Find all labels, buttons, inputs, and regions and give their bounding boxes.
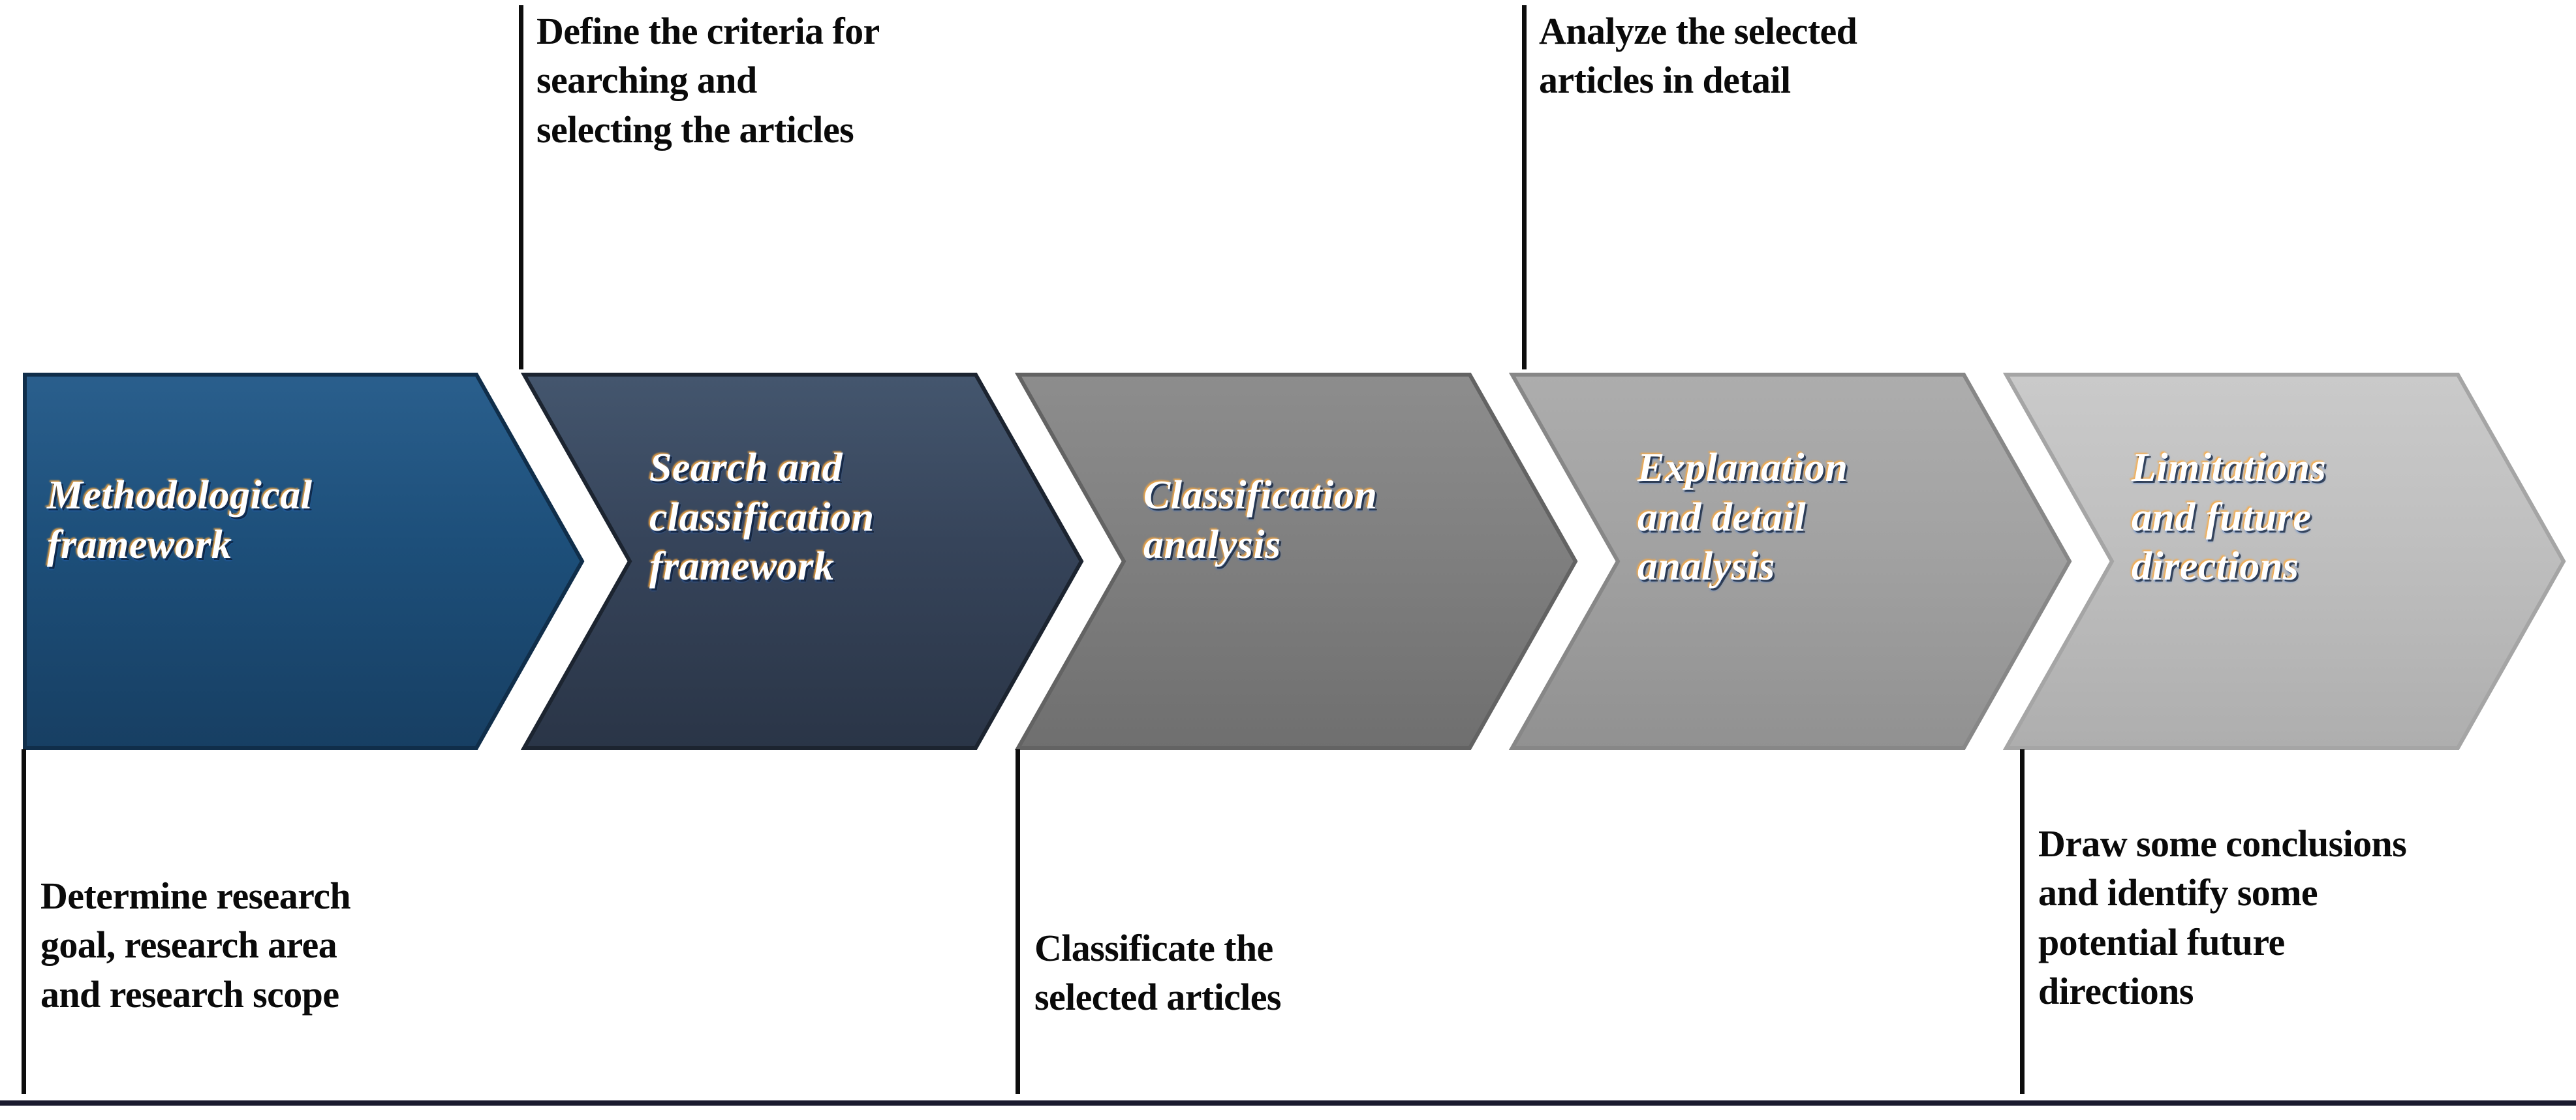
- chevron-shape-1: [23, 373, 585, 750]
- chevron-shape-4: [1508, 373, 2072, 750]
- connector-line-bottom-stage1: [22, 749, 26, 1094]
- chevron-shape-2: [520, 373, 1084, 750]
- process-stage-1[interactable]: Methodological framework: [20, 366, 587, 757]
- connector-line-top-stage2: [519, 5, 523, 369]
- process-stage-2[interactable]: Search and classification framework: [519, 366, 1093, 757]
- process-stage-5[interactable]: Limitations and future directions: [2001, 366, 2575, 757]
- annotation-define-criteria: Define the criteria for searching and se…: [536, 10, 880, 151]
- chevron-shape-5: [2002, 373, 2566, 750]
- connector-line-bottom-stage5: [2020, 749, 2025, 1094]
- process-stage-4[interactable]: Explanation and detail analysis: [1507, 366, 2081, 757]
- process-arrow-row: Methodological framework Search and clas…: [0, 366, 2576, 757]
- process-stage-3[interactable]: Classification analysis: [1013, 366, 1587, 757]
- annotation-analyze-detail: Analyze the selected articles in detail: [1539, 10, 1857, 102]
- chevron-shape-3: [1014, 373, 1578, 750]
- connector-line-bottom-stage3: [1016, 749, 1020, 1094]
- annotation-determine-research: Determine research goal, research area a…: [40, 875, 351, 1016]
- connector-line-top-stage4: [1522, 5, 1527, 369]
- annotation-classificate: Classificate the selected articles: [1034, 927, 1281, 1019]
- annotation-conclusions: Draw some conclusions and identify some …: [2038, 822, 2407, 1013]
- baseline-rule: [0, 1100, 2576, 1106]
